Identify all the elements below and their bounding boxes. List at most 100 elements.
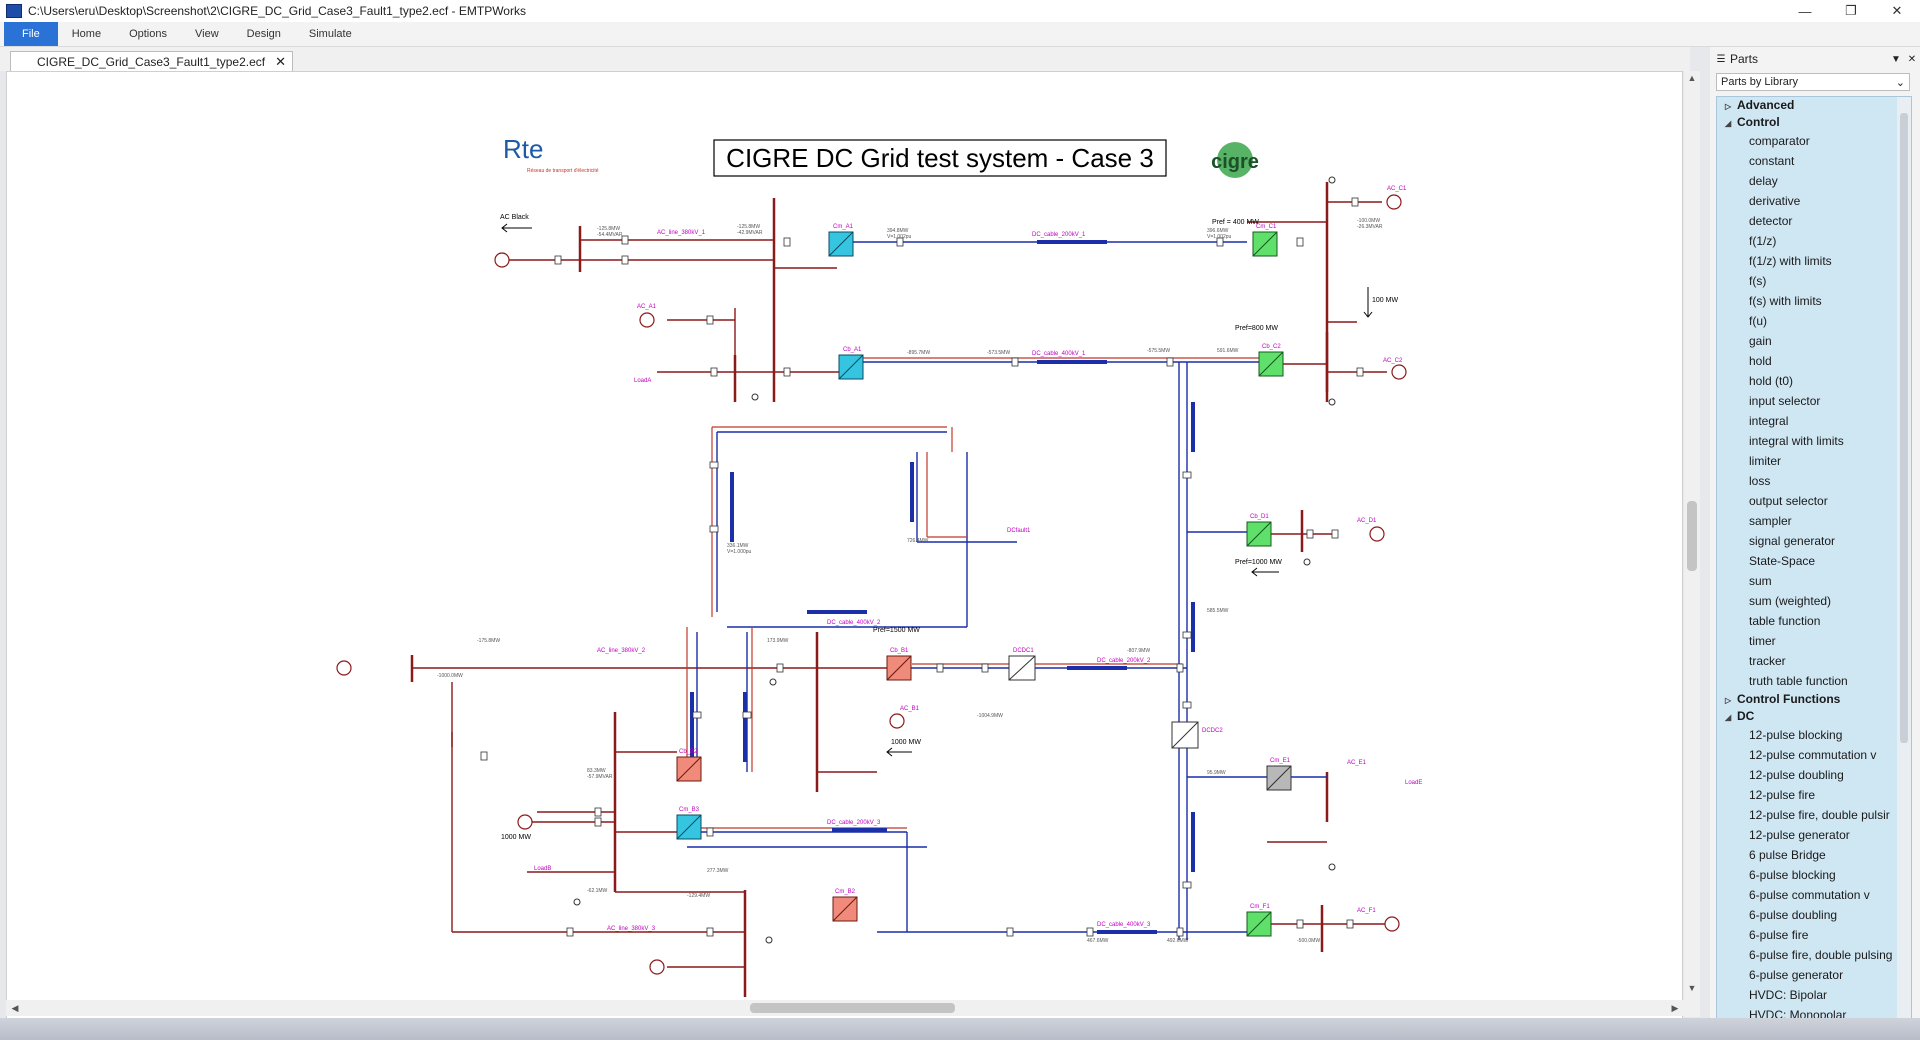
tree-item[interactable]: comparator [1749,134,1810,148]
tree-item[interactable]: derivative [1749,194,1801,208]
tree-item[interactable]: 6-pulse commutation v [1749,888,1870,902]
expand-icon[interactable]: ▷ [1725,102,1732,111]
converter-cb-a1[interactable]: Cb_A1 [838,347,864,380]
tree-item[interactable]: timer [1749,634,1776,648]
menu-options[interactable]: Options [129,28,167,40]
converter-cb-c2[interactable]: Cb_C2 [1258,344,1284,377]
converter-cm-e1[interactable]: Cm_E1 [1266,758,1292,791]
svg-text:396.6MW: 396.6MW [1207,228,1229,234]
tree-item[interactable]: integral with limits [1749,434,1844,448]
tree-item[interactable]: f(s) with limits [1749,294,1822,308]
parts-tree-scrollbar[interactable] [1897,97,1911,1019]
tree-item[interactable]: 6-pulse blocking [1749,868,1836,882]
converter-cm-f1[interactable]: Cm_F1 [1246,904,1272,937]
tree-item[interactable]: signal generator [1749,534,1836,548]
ac-bus-lines [410,182,1329,997]
tree-item[interactable]: detector [1749,214,1793,228]
canvas-horizontal-scrollbar[interactable]: ◀ ▶ [6,1000,1684,1016]
tree-item[interactable]: hold [1749,354,1772,368]
tree-category[interactable]: ▷Control Functions [1717,691,1911,708]
tree-item[interactable]: 6 pulse Bridge [1749,848,1826,862]
converter-cm-a1[interactable]: Cm_A1 [828,224,854,257]
tree-item[interactable]: limiter [1749,454,1781,468]
tree-item[interactable]: loss [1749,474,1771,488]
tree-item[interactable]: 12-pulse fire, double pulsir [1749,808,1890,822]
panel-menu-icon[interactable]: ☰ [1716,53,1726,65]
tree-item[interactable]: sum [1749,574,1772,588]
tree-item[interactable]: 12-pulse commutation v [1749,748,1877,762]
tree-item[interactable]: tracker [1749,654,1786,668]
tree-item[interactable]: f(1/z) with limits [1749,254,1832,268]
vertical-scroll-thumb[interactable] [1687,501,1697,571]
tree-category[interactable]: ▷Advanced [1717,97,1911,114]
tree-item[interactable]: output selector [1749,494,1828,508]
scroll-right-icon[interactable]: ▶ [1671,1003,1679,1013]
tree-item[interactable]: input selector [1749,394,1821,408]
scroll-down-icon[interactable]: ▼ [1687,983,1697,993]
menu-view[interactable]: View [195,28,219,40]
tree-item[interactable]: hold (t0) [1749,374,1794,388]
tree-item[interactable]: 12-pulse generator [1749,828,1850,842]
panel-close-icon[interactable]: ✕ [1907,53,1917,65]
minimize-icon[interactable]: — [1798,3,1812,19]
converter-label: Cb_A1 [843,347,862,353]
converter-cb-b2[interactable]: Cb_B2 [676,749,702,782]
converter-cb-d1[interactable]: Cb_D1 [1246,514,1272,547]
tree-item[interactable]: sampler [1749,514,1792,528]
tree-category[interactable]: ◢Control [1717,114,1911,131]
close-icon[interactable]: ✕ [1891,3,1903,18]
tree-item[interactable]: gain [1749,334,1772,348]
tree-category[interactable]: ◢DC [1717,708,1911,725]
scroll-left-icon[interactable]: ◀ [11,1003,19,1013]
document-tab[interactable]: CIGRE_DC_Grid_Case3_Fault1_type2.ecf ✕ [10,51,294,72]
dcdc-converter-2[interactable]: DCDC2 [1171,721,1223,749]
panel-dropdown-icon[interactable]: ▼ [1891,53,1901,65]
scroll-up-icon[interactable]: ▲ [1687,73,1697,83]
tree-item[interactable]: delay [1749,174,1778,188]
menu-design[interactable]: Design [246,28,281,40]
tree-item[interactable]: 6-pulse fire [1749,928,1809,942]
tree-item[interactable]: 6-pulse generator [1749,968,1844,982]
converter-cb-b1[interactable]: Cb_B1 [886,648,912,681]
parts-tree-scroll-thumb[interactable] [1900,113,1908,743]
tree-item[interactable]: HVDC: Monopolar [1749,1008,1847,1020]
tree-item[interactable]: f(s) [1749,274,1767,288]
tree-item[interactable]: 6-pulse fire, double pulsing [1749,948,1893,962]
converter-label: Cm_F1 [1250,904,1270,910]
svg-text:-573.5MW: -573.5MW [987,350,1010,356]
collapse-icon[interactable]: ◢ [1725,713,1732,722]
label-ac-line-2: AC_line_380kV_2 [597,648,646,654]
svg-text:-54.4MVAR: -54.4MVAR [597,232,623,238]
canvas-vertical-scrollbar[interactable]: ▲ ▼ [1684,71,1700,1017]
tree-item[interactable]: HVDC: Bipolar [1749,988,1828,1002]
dcdc-converter-1[interactable]: DCDC1 [1008,648,1036,681]
tree-item[interactable]: 6-pulse doubling [1749,908,1838,922]
tree-item[interactable]: f(u) [1749,314,1767,328]
menu-file[interactable]: File [4,22,58,46]
restore-icon[interactable]: ❐ [1845,3,1857,18]
horizontal-scroll-thumb[interactable] [750,1003,955,1013]
close-tab-icon[interactable]: ✕ [275,54,287,69]
tree-item[interactable]: 12-pulse fire [1749,788,1816,802]
tree-item[interactable]: 12-pulse doubling [1749,768,1844,782]
menu-simulate[interactable]: Simulate [308,28,352,40]
converter-cm-b3[interactable]: Cm_B3 [676,807,702,840]
converter-cm-b2[interactable]: Cm_B2 [832,889,858,922]
tree-item[interactable]: f(1/z) [1749,234,1777,248]
tree-item[interactable]: table function [1749,614,1821,628]
label-1000mw-b1: 1000 MW [891,739,921,746]
expand-icon[interactable]: ▷ [1725,696,1732,705]
tree-item[interactable]: constant [1749,154,1795,168]
menu-home[interactable]: Home [71,28,102,40]
parts-tree[interactable]: ▷Advanced◢Control comparator constant delay… [1716,96,1912,1020]
tree-item[interactable]: integral [1749,414,1789,428]
converter-cm-c1[interactable]: Cm_C1 [1252,224,1278,257]
tree-item[interactable]: State-Space [1749,554,1816,568]
label-pref-400: Pref = 400 MW [1212,219,1259,226]
collapse-icon[interactable]: ◢ [1725,119,1732,128]
schematic-canvas[interactable]: Rte Réseau de transport d'électricité CI… [6,71,1683,1019]
tree-item[interactable]: 12-pulse blocking [1749,728,1843,742]
tree-item[interactable]: truth table function [1749,674,1848,688]
tree-item[interactable]: sum (weighted) [1749,594,1832,608]
library-selector[interactable]: Parts by Library ⌄ [1716,73,1910,91]
